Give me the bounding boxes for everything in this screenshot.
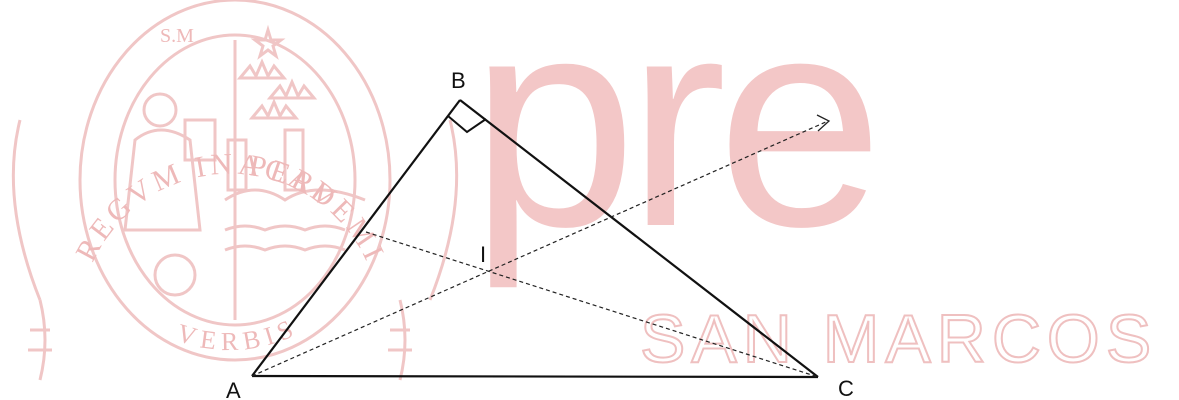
saint-figure-icon xyxy=(123,128,202,232)
seal-initials: S.M xyxy=(160,25,194,47)
ribbon-left-icon xyxy=(11,119,42,301)
seal-inner-ring xyxy=(113,33,357,327)
vertex-label-b: B xyxy=(451,68,466,93)
tassel-left-icon xyxy=(28,299,52,381)
crown-icon-2 xyxy=(266,78,318,100)
book-icon xyxy=(183,118,217,162)
side-ab xyxy=(251,99,461,377)
arrowhead-icon xyxy=(816,114,831,132)
seal-outer-ring xyxy=(78,0,392,362)
right-angle-marker xyxy=(447,115,487,134)
tower-icon-2 xyxy=(283,128,305,192)
bisector-from-c xyxy=(365,231,819,378)
ribbon-right-icon xyxy=(428,119,459,301)
wave-icon xyxy=(224,224,346,232)
vertex-label-c: C xyxy=(838,376,854,400)
tower-icon xyxy=(226,138,248,192)
castle-wall-icon xyxy=(224,188,366,202)
incenter-label-i: I xyxy=(480,242,486,267)
seal-watermark xyxy=(11,0,459,381)
wave-icon-2 xyxy=(224,244,346,252)
tassel-right-icon xyxy=(388,299,412,381)
side-bc xyxy=(459,99,819,378)
brand-watermark: pre xyxy=(470,0,874,291)
vertex-label-a: A xyxy=(226,378,241,400)
brand-subtitle-watermark: SAN MARCOS xyxy=(640,301,1157,377)
crown-icon xyxy=(236,58,288,80)
lion-icon xyxy=(153,253,197,297)
star-icon xyxy=(250,24,286,60)
saint-head-icon xyxy=(142,92,178,128)
crown-icon-3 xyxy=(248,98,300,120)
side-ac xyxy=(251,374,819,379)
